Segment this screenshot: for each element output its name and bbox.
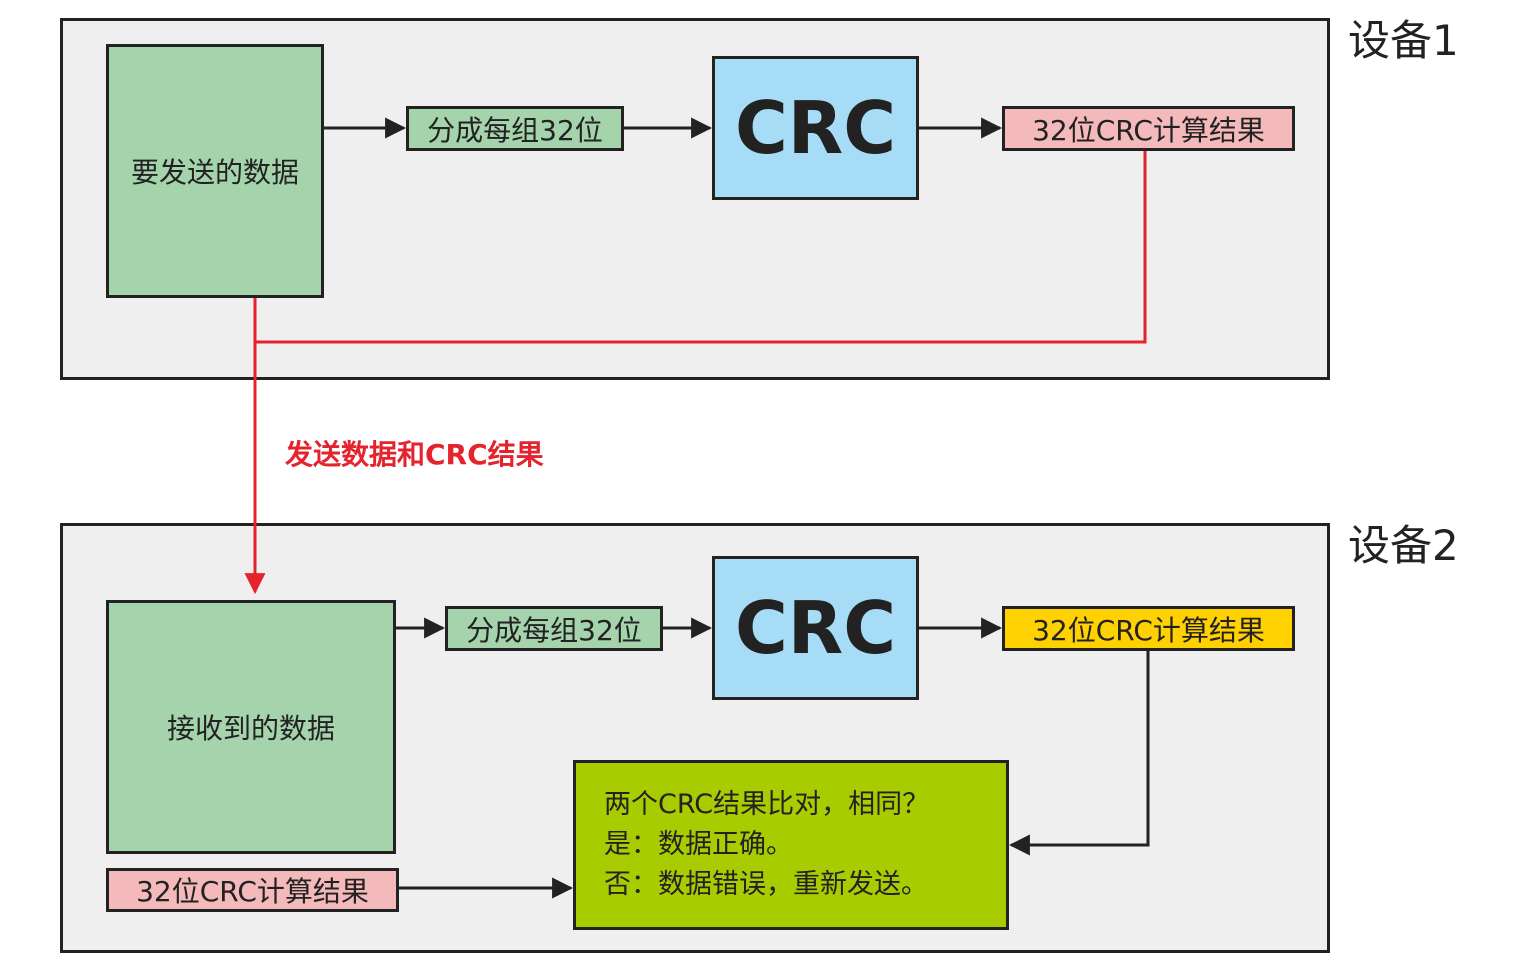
device1-label: 设备1 <box>1348 16 1459 65</box>
arrow-result-to-compare <box>1008 651 1150 856</box>
compare-line-question: 两个CRC结果比对，相同？ <box>604 789 930 820</box>
crc-box-1: CRC <box>712 56 919 200</box>
device2-label: 设备2 <box>1348 521 1459 570</box>
transfer-label: 发送数据和CRC结果 <box>285 438 544 471</box>
compare-line-yes: 是：数据正确。 <box>604 829 793 860</box>
crc-result-box-1: 32位CRC计算结果 <box>1002 106 1295 151</box>
split-32bit-box-2: 分成每组32位 <box>445 606 663 651</box>
crc-box-2: CRC <box>712 556 919 700</box>
crc-result-box-2: 32位CRC计算结果 <box>1002 606 1295 651</box>
received-data-box: 接收到的数据 <box>106 600 396 854</box>
compare-line-no: 否：数据错误，重新发送。 <box>604 869 928 900</box>
split-32bit-box-1: 分成每组32位 <box>406 106 624 151</box>
data-to-send-box: 要发送的数据 <box>106 44 324 298</box>
crc-result-return-line <box>255 151 1147 344</box>
compare-box: 两个CRC结果比对，相同？ 是：数据正确。 否：数据错误，重新发送。 <box>573 760 1009 930</box>
received-crc-result-box: 32位CRC计算结果 <box>106 868 399 912</box>
